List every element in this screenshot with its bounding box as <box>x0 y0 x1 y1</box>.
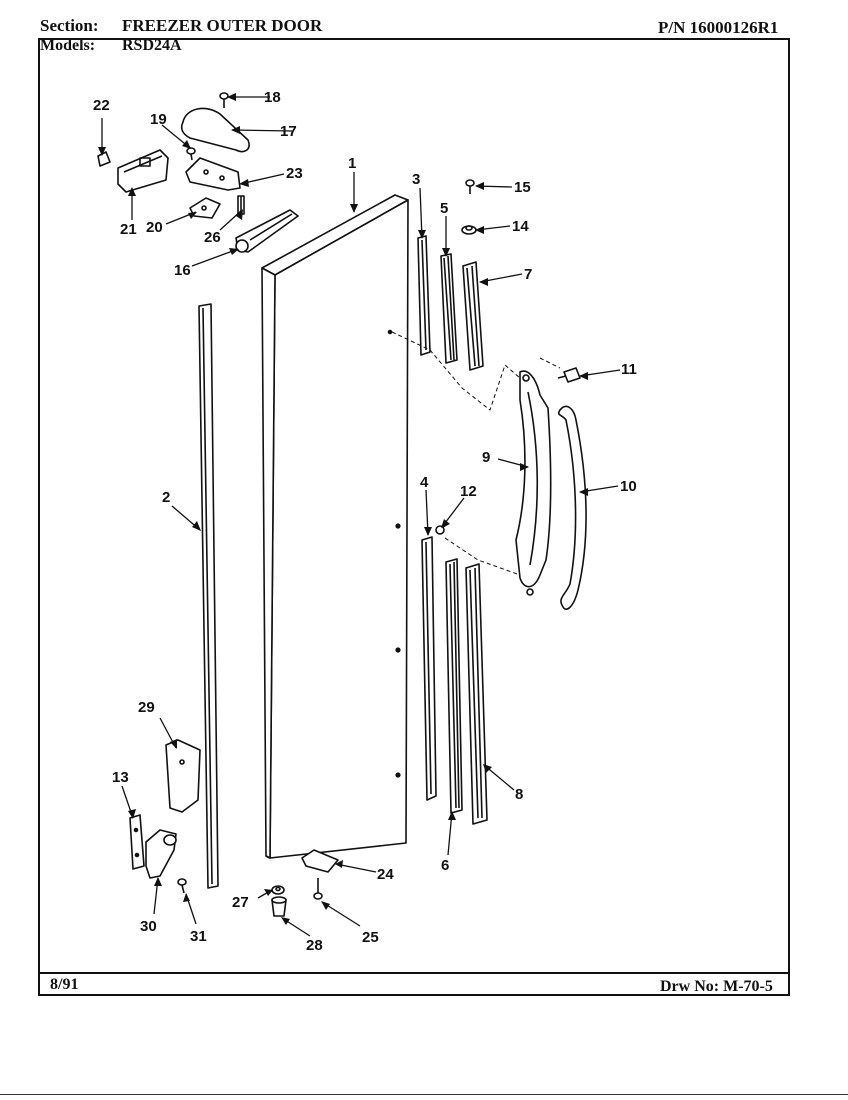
upper-trim-strip <box>417 235 431 356</box>
washer-part <box>271 885 285 895</box>
footer-date: 8/91 <box>50 976 79 993</box>
callout-3: 3 <box>412 171 420 188</box>
callout-17: 17 <box>280 123 297 140</box>
door-panel-part <box>261 194 409 859</box>
handle-base-part <box>515 370 552 596</box>
part-number: P/N 16000126R1 <box>658 18 779 37</box>
callout-13: 13 <box>112 769 129 786</box>
callout-25: 25 <box>362 929 379 946</box>
bottom-hinge-screw <box>177 878 187 894</box>
callout-29: 29 <box>138 699 155 716</box>
upper-channel-strip <box>440 253 458 364</box>
callout-21: 21 <box>120 221 137 238</box>
callout-20: 20 <box>146 219 163 236</box>
bottom-hinge-part <box>145 829 177 879</box>
drawing-number: Drw No: M-70-5 <box>660 978 773 995</box>
hinge-screw-top <box>219 92 229 108</box>
callout-18: 18 <box>264 89 281 106</box>
page-bottom-rule <box>0 1094 848 1095</box>
section-title: FREEZER OUTER DOOR <box>122 16 323 35</box>
upper-outer-channel <box>462 261 484 371</box>
hinge-shim-part <box>189 197 221 219</box>
callout-30: 30 <box>140 918 157 935</box>
diagram-frame <box>38 38 790 996</box>
callout-31: 31 <box>190 928 207 945</box>
handle-screw-part <box>557 367 581 383</box>
lower-outer-channel <box>465 563 488 825</box>
door-stop-part <box>301 849 339 873</box>
models-value: RSD24A <box>122 37 182 54</box>
callout-27: 27 <box>232 894 249 911</box>
hinge-cover-part <box>180 107 250 153</box>
hinge-screw-small <box>186 147 196 161</box>
callout-14: 14 <box>512 218 529 235</box>
footer-divider <box>38 972 790 974</box>
callout-19: 19 <box>150 111 167 128</box>
callout-26: 26 <box>204 229 221 246</box>
callout-labels: 1 2 3 4 5 6 7 8 9 10 11 12 13 14 15 16 1… <box>93 89 637 954</box>
callout-4: 4 <box>420 474 429 491</box>
callout-6: 6 <box>441 857 449 874</box>
cap-nut-part <box>461 225 477 235</box>
callout-23: 23 <box>286 165 303 182</box>
callout-1: 1 <box>348 155 356 172</box>
handle-trim-part <box>557 405 587 610</box>
bottom-cover-part <box>165 739 201 813</box>
leader-arrowheads <box>98 93 588 925</box>
hinge-bracket-part <box>117 149 169 193</box>
callout-9: 9 <box>482 449 490 466</box>
callout-7: 7 <box>524 266 532 283</box>
door-stop-screw <box>313 878 323 900</box>
callout-12: 12 <box>460 483 477 500</box>
alignment-lines <box>391 331 561 576</box>
bottom-spacer-part <box>129 814 145 870</box>
section-label: Section: <box>40 16 99 35</box>
hinge-clip-part <box>97 151 111 167</box>
top-screw-part <box>465 179 475 194</box>
callout-10: 10 <box>620 478 637 495</box>
lower-channel-strip <box>445 558 463 814</box>
callout-28: 28 <box>306 937 323 954</box>
bushing-part <box>271 896 287 917</box>
lower-trim-strip <box>421 536 437 801</box>
callout-22: 22 <box>93 97 110 114</box>
callout-8: 8 <box>515 786 523 803</box>
gasket-strip-part <box>198 303 219 889</box>
hinge-plate-part <box>185 157 241 191</box>
callout-24: 24 <box>377 866 394 883</box>
callout-5: 5 <box>440 200 448 217</box>
callout-11: 11 <box>621 361 637 378</box>
hinge-arm-part <box>235 209 299 253</box>
callout-15: 15 <box>514 179 531 196</box>
models-label: Models: <box>40 37 96 54</box>
callout-2: 2 <box>162 489 170 506</box>
callout-16: 16 <box>174 262 191 279</box>
